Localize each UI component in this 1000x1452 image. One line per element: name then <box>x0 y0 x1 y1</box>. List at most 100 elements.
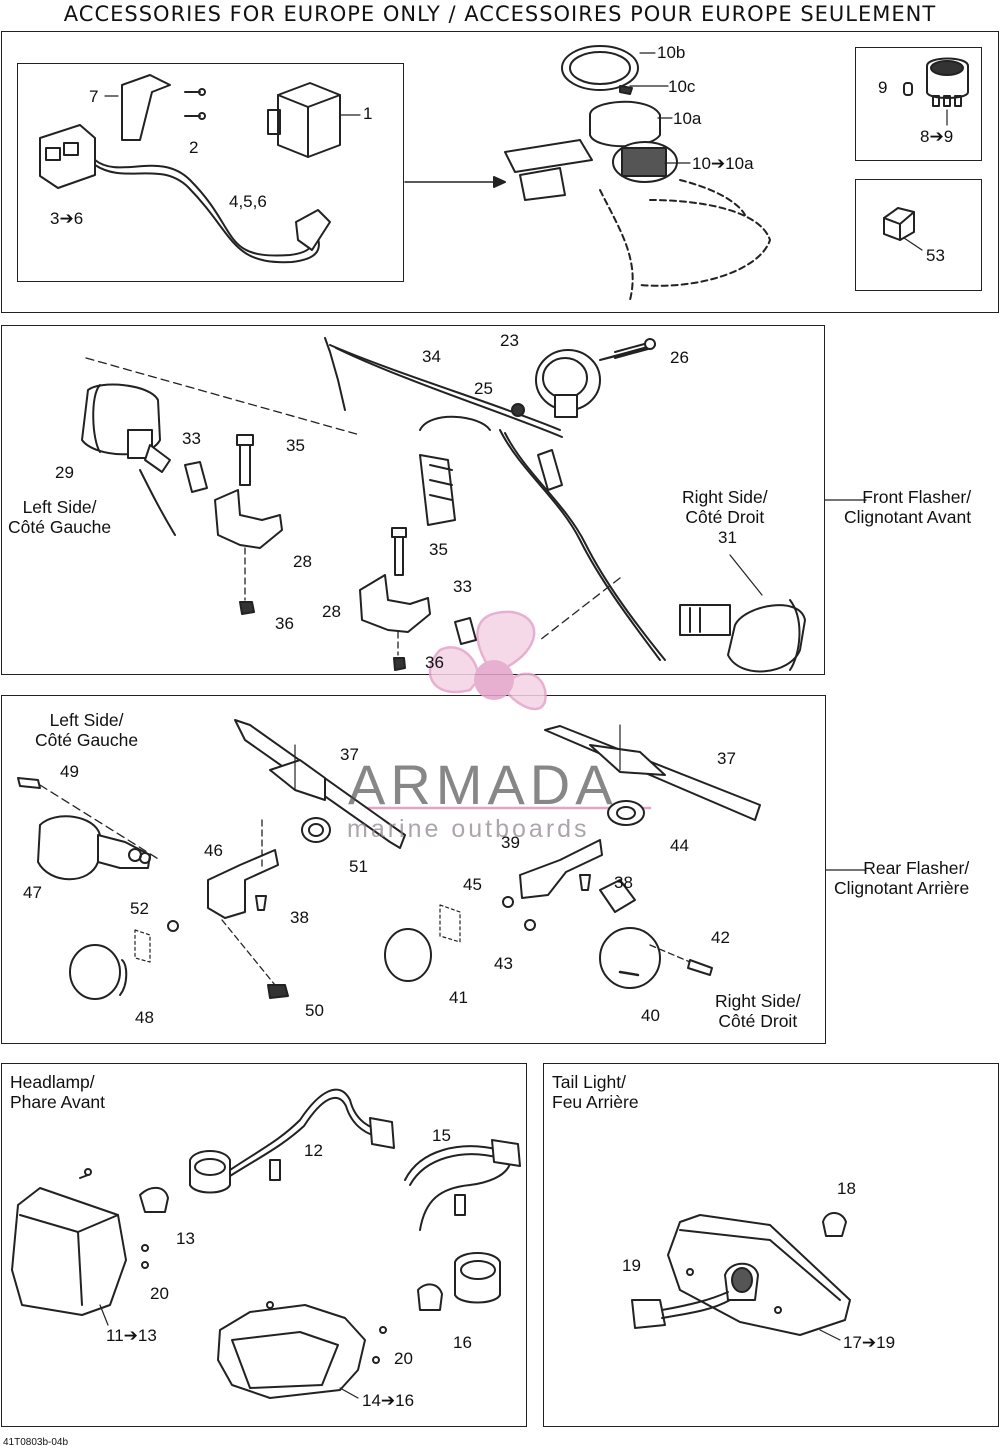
callout-1: 1 <box>363 104 373 123</box>
callout-47: 47 <box>23 883 42 902</box>
rear-right-bracket-drawing <box>384 724 761 989</box>
callout-26: 26 <box>670 348 689 367</box>
callout-20a: 20 <box>150 1284 169 1303</box>
rear-left-side-label: Left Side/ Côté Gauche <box>35 710 138 750</box>
panel-switch-inset <box>855 47 982 161</box>
callout-25: 25 <box>474 379 493 398</box>
callout-48: 48 <box>135 1008 154 1027</box>
rear-left-side-line1: Left Side/ <box>49 710 124 730</box>
callout-40: 40 <box>641 1006 660 1025</box>
callout-37b: 37 <box>717 749 736 768</box>
callout-37a: 37 <box>340 745 359 764</box>
headlamp-right-drawing <box>217 1139 521 1399</box>
figure-code: 41T0803b-04b <box>3 1437 69 1448</box>
front-right-side-label: Right Side/ Côté Droit <box>682 487 768 527</box>
callout-15: 15 <box>432 1126 451 1145</box>
front-flasher-label: Front Flasher/ Clignotant Avant <box>844 487 971 527</box>
callout-10b: 10b <box>657 43 686 62</box>
callout-49: 49 <box>60 762 79 781</box>
callout-46: 46 <box>204 841 223 860</box>
front-left-flasher-drawing <box>81 357 361 536</box>
front-left-side-label: Left Side/ Côté Gauche <box>8 497 111 537</box>
callout-10a: 10a <box>673 109 702 128</box>
callout-31: 31 <box>718 528 737 547</box>
callout-52: 52 <box>130 899 149 918</box>
callout-14-16: 14➔16 <box>362 1391 415 1410</box>
front-right-side-line1: Right Side/ <box>682 487 768 507</box>
callout-38b: 38 <box>290 908 309 927</box>
horn-drawing <box>511 338 656 418</box>
callout-42: 42 <box>711 928 730 947</box>
panel-headlamp <box>1 1063 527 1427</box>
callout-43: 43 <box>494 954 513 973</box>
front-right-side-line2: Côté Droit <box>685 507 765 527</box>
headlamp-line1: Headlamp/ <box>10 1072 95 1092</box>
panel-tail-light <box>543 1063 999 1427</box>
switch-bulb-drawing <box>903 57 969 126</box>
panel-accessories <box>1 31 999 313</box>
callout-36b: 36 <box>425 653 444 672</box>
headlamp-drawing <box>11 1088 395 1316</box>
headlamp-line2: Phare Avant <box>10 1092 106 1112</box>
tail-light-line2: Feu Arrière <box>552 1092 639 1112</box>
front-left-side-line2: Côté Gauche <box>8 517 112 537</box>
panel-cap-inset <box>855 179 982 291</box>
callout-33a: 33 <box>182 429 201 448</box>
callout-18: 18 <box>837 1179 856 1198</box>
callout-3-6: 3➔6 <box>50 209 84 228</box>
callout-8-9: 8➔9 <box>920 127 954 146</box>
callout-23: 23 <box>500 331 519 350</box>
callout-33b: 33 <box>453 577 472 596</box>
front-bracket-drawing <box>184 434 283 615</box>
callout-10c: 10c <box>668 77 696 96</box>
page-title: ACCESSORIES FOR EUROPE ONLY / ACCESSOIRE… <box>63 2 937 26</box>
callout-11-13: 11➔13 <box>106 1326 157 1345</box>
cap-drawing <box>883 207 923 251</box>
switch-housing-drawing <box>39 74 331 264</box>
watermark-tagline: marine outboards <box>347 815 590 843</box>
rear-right-side-line2: Côté Droit <box>718 1011 798 1031</box>
watermark-brand: ARMADA <box>348 753 618 816</box>
callout-35b: 35 <box>429 540 448 559</box>
headlamp-label: Headlamp/ Phare Avant <box>10 1072 105 1112</box>
watermark-propeller-icon <box>428 610 547 710</box>
rear-right-side-label: Right Side/ Côté Droit <box>715 991 801 1031</box>
panel-rear-flasher <box>1 695 826 1044</box>
callout-20b: 20 <box>394 1349 413 1368</box>
callout-50: 50 <box>305 1001 324 1020</box>
callout-9: 9 <box>878 78 888 97</box>
front-left-side-line1: Left Side/ <box>22 497 97 517</box>
callout-35a: 35 <box>286 436 305 455</box>
panel-wiring-inset <box>17 63 404 282</box>
rear-right-side-line1: Right Side/ <box>715 991 801 1011</box>
callout-45: 45 <box>463 875 482 894</box>
rear-left-flasher-drawing <box>17 777 179 1000</box>
callout-38a: 38 <box>614 873 633 892</box>
callout-4-5-6: 4,5,6 <box>229 192 267 211</box>
callout-7: 7 <box>89 87 99 106</box>
tail-light-line1: Tail Light/ <box>552 1072 626 1092</box>
callout-39: 39 <box>501 833 520 852</box>
callout-36a: 36 <box>275 614 294 633</box>
callout-17-19: 17➔19 <box>843 1333 896 1352</box>
callout-53: 53 <box>926 246 945 265</box>
rear-license-bracket-drawing <box>207 719 406 999</box>
callout-2: 2 <box>189 138 199 157</box>
callout-44: 44 <box>670 836 689 855</box>
handlebar-assembly-drawing <box>504 45 771 301</box>
rear-flasher-line2: Clignotant Arrière <box>834 878 970 898</box>
callout-28a: 28 <box>293 552 312 571</box>
front-flasher-line1: Front Flasher/ <box>862 487 972 507</box>
tail-light-drawing <box>631 1212 851 1336</box>
callout-12: 12 <box>304 1141 323 1160</box>
relay-drawing <box>267 82 361 158</box>
callout-41: 41 <box>449 988 468 1007</box>
front-flasher-line2: Clignotant Avant <box>844 507 972 527</box>
callout-19: 19 <box>622 1256 641 1275</box>
front-right-bracket-drawing <box>359 527 477 671</box>
callout-16: 16 <box>453 1333 472 1352</box>
front-harness-drawing <box>324 337 666 661</box>
callout-10-10a: 10➔10a <box>692 154 754 173</box>
rear-flasher-line1: Rear Flasher/ <box>863 858 970 878</box>
